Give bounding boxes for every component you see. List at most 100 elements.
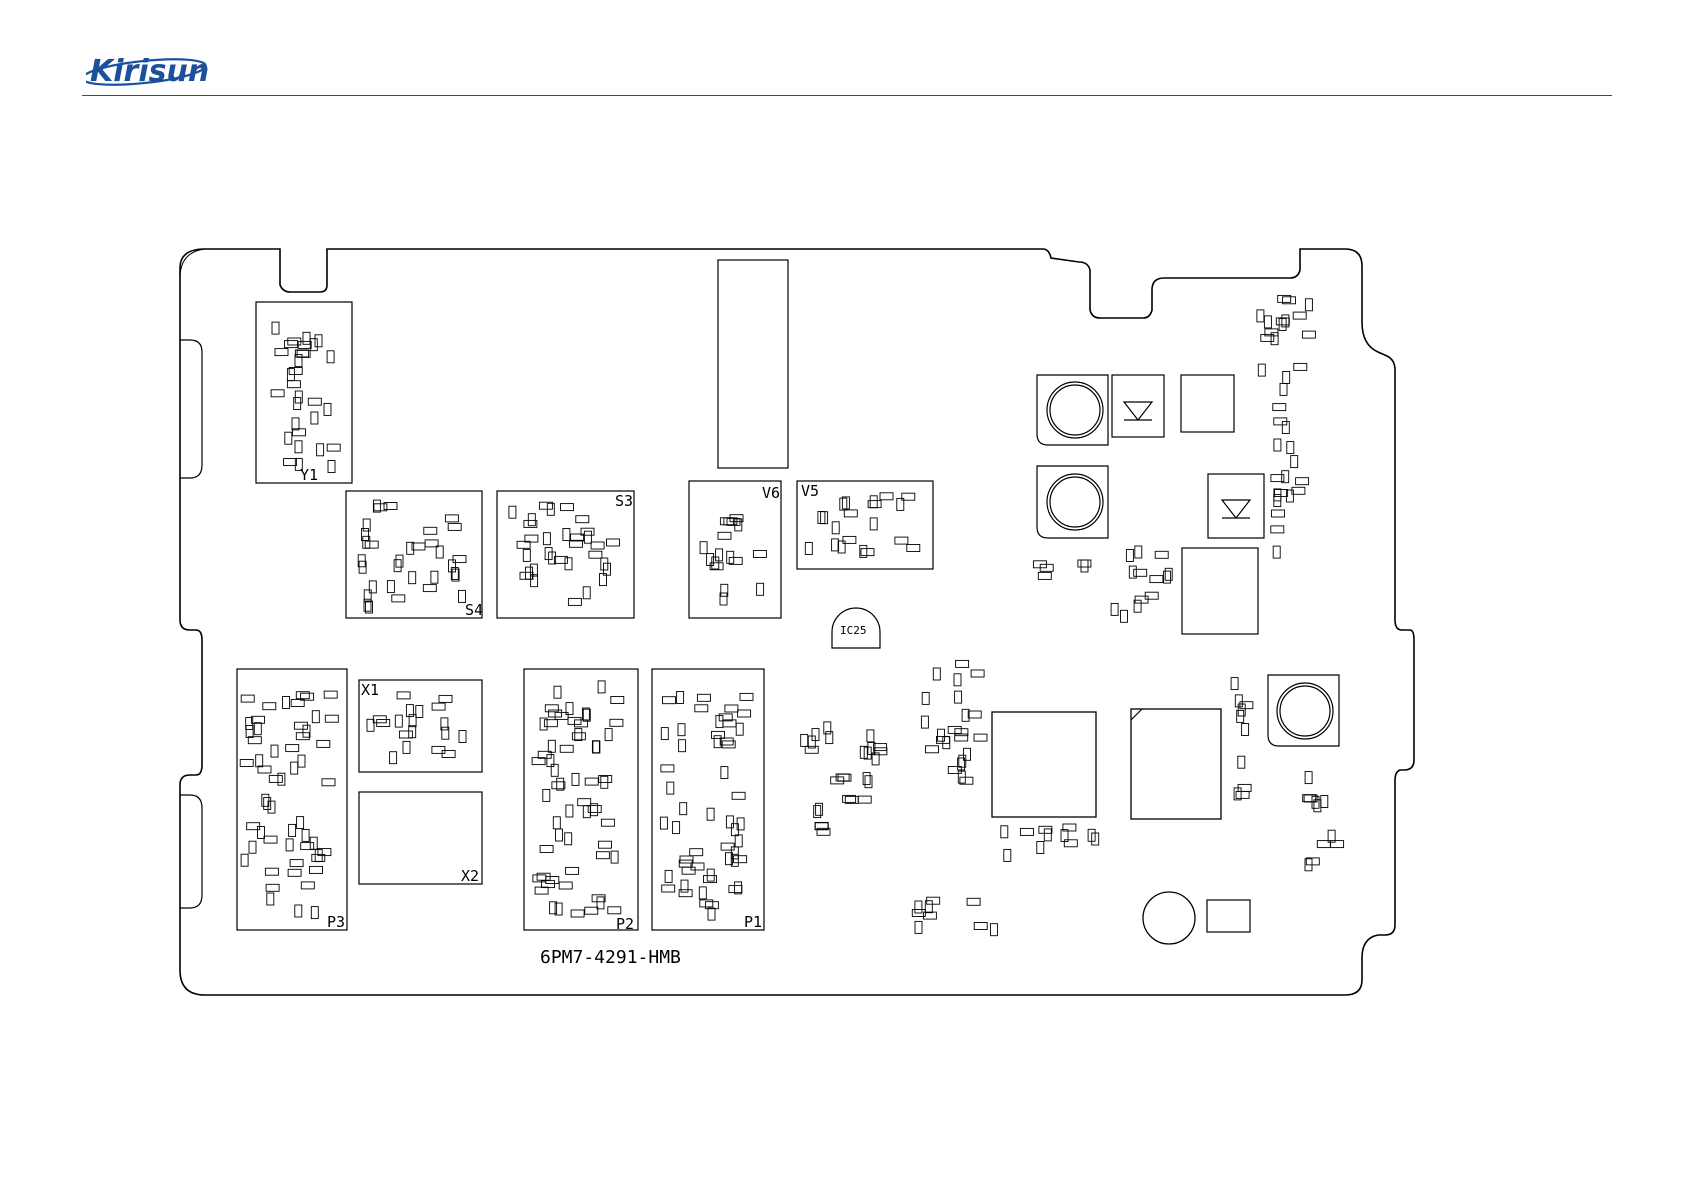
smd-pad xyxy=(1331,841,1344,848)
smd-pad xyxy=(1001,826,1008,838)
inductor-l17 xyxy=(1182,548,1258,634)
smd-pad xyxy=(1021,828,1034,835)
smd-pad xyxy=(699,887,706,899)
smd-pad xyxy=(256,755,263,767)
smd-pad xyxy=(585,778,598,785)
smd-pad xyxy=(1273,546,1280,558)
smd-pad xyxy=(1039,826,1052,833)
smd-pad xyxy=(725,705,738,712)
smd-pad xyxy=(611,851,618,863)
smd-pad xyxy=(432,746,445,753)
smd-pad xyxy=(1264,316,1271,328)
smd-pad xyxy=(1240,702,1253,709)
smd-pad xyxy=(266,884,279,891)
smd-pad xyxy=(535,887,548,894)
smd-pad xyxy=(543,789,550,801)
smd-pad xyxy=(1282,471,1289,483)
smd-pad xyxy=(264,798,271,810)
smd-pad xyxy=(738,710,751,717)
smd-pad xyxy=(1111,603,1118,615)
smd-pad xyxy=(249,841,256,853)
smd-pad xyxy=(726,816,733,828)
smd-pad xyxy=(585,907,598,914)
smd-pad xyxy=(592,895,605,902)
smd-pad xyxy=(565,833,572,845)
smd-pad xyxy=(448,523,461,530)
smd-pad xyxy=(1293,312,1306,319)
smd-pad xyxy=(363,519,370,531)
smd-pad xyxy=(365,541,378,548)
block-p3 xyxy=(237,669,347,930)
smd-pad xyxy=(663,697,676,704)
smd-pad xyxy=(547,755,554,767)
smd-pad xyxy=(269,775,282,782)
smd-pad xyxy=(252,716,265,723)
smd-pad xyxy=(1231,678,1238,690)
smd-pad xyxy=(294,398,301,410)
smd-pad xyxy=(598,681,605,693)
smd-pad xyxy=(271,390,284,397)
smd-pad xyxy=(292,418,299,430)
smd-pad xyxy=(439,695,452,702)
smd-pad xyxy=(394,560,401,572)
smd-pad xyxy=(662,885,675,892)
smd-pad xyxy=(1274,439,1281,451)
block-label-v5: V5 xyxy=(801,482,819,500)
smd-pad xyxy=(392,595,405,602)
block-s3 xyxy=(497,491,634,618)
smd-pad xyxy=(592,741,599,753)
smd-pad xyxy=(317,444,324,456)
smd-pad xyxy=(826,732,833,744)
smd-pad xyxy=(956,660,969,667)
smd-pad xyxy=(271,745,278,757)
smd-pad xyxy=(661,765,674,772)
smd-pad xyxy=(556,829,563,841)
component-b4 xyxy=(1207,900,1250,932)
smd-pad xyxy=(677,692,684,704)
smd-pad xyxy=(311,907,318,919)
smd-pad xyxy=(544,720,557,727)
smd-pad xyxy=(661,728,668,740)
smd-pad xyxy=(246,726,253,738)
smd-pad xyxy=(1135,546,1142,558)
smd-pad xyxy=(295,355,302,367)
smd-pad xyxy=(870,518,877,530)
smd-pad xyxy=(424,527,437,534)
smd-pad xyxy=(915,921,922,933)
smd-pad xyxy=(1258,364,1265,376)
smd-pad xyxy=(682,867,695,874)
smd-pad xyxy=(824,722,831,734)
smd-pad xyxy=(1235,695,1242,707)
block-label-x1: X1 xyxy=(361,681,379,699)
block-label-x2: X2 xyxy=(461,867,479,885)
smd-pad xyxy=(831,777,844,784)
smd-pad xyxy=(1296,478,1309,485)
smd-pad xyxy=(327,351,334,363)
smd-pad xyxy=(583,806,590,818)
smd-pad xyxy=(955,691,962,703)
smd-pad xyxy=(610,719,623,726)
smd-pad xyxy=(290,860,303,867)
smd-pad xyxy=(863,773,870,785)
smd-pad xyxy=(315,335,322,347)
smd-pad xyxy=(1134,569,1147,576)
smd-pad xyxy=(1257,310,1264,322)
smd-pad xyxy=(561,504,574,511)
smd-pad xyxy=(528,514,535,526)
smd-pad xyxy=(296,692,309,699)
smd-pad xyxy=(599,841,612,848)
capacitor-round-bottom xyxy=(1143,892,1195,944)
smd-pad xyxy=(1271,526,1284,533)
smd-pad xyxy=(397,692,410,699)
smd-pad xyxy=(364,590,371,602)
smd-pad xyxy=(436,546,443,558)
block-label-p3: P3 xyxy=(327,913,345,931)
smd-pad xyxy=(840,498,847,510)
smd-pad xyxy=(832,539,839,551)
smd-pad xyxy=(832,522,839,534)
smd-pad xyxy=(816,803,823,815)
smd-pad xyxy=(303,332,310,344)
smd-pad xyxy=(926,746,939,753)
smd-pad xyxy=(240,760,253,767)
